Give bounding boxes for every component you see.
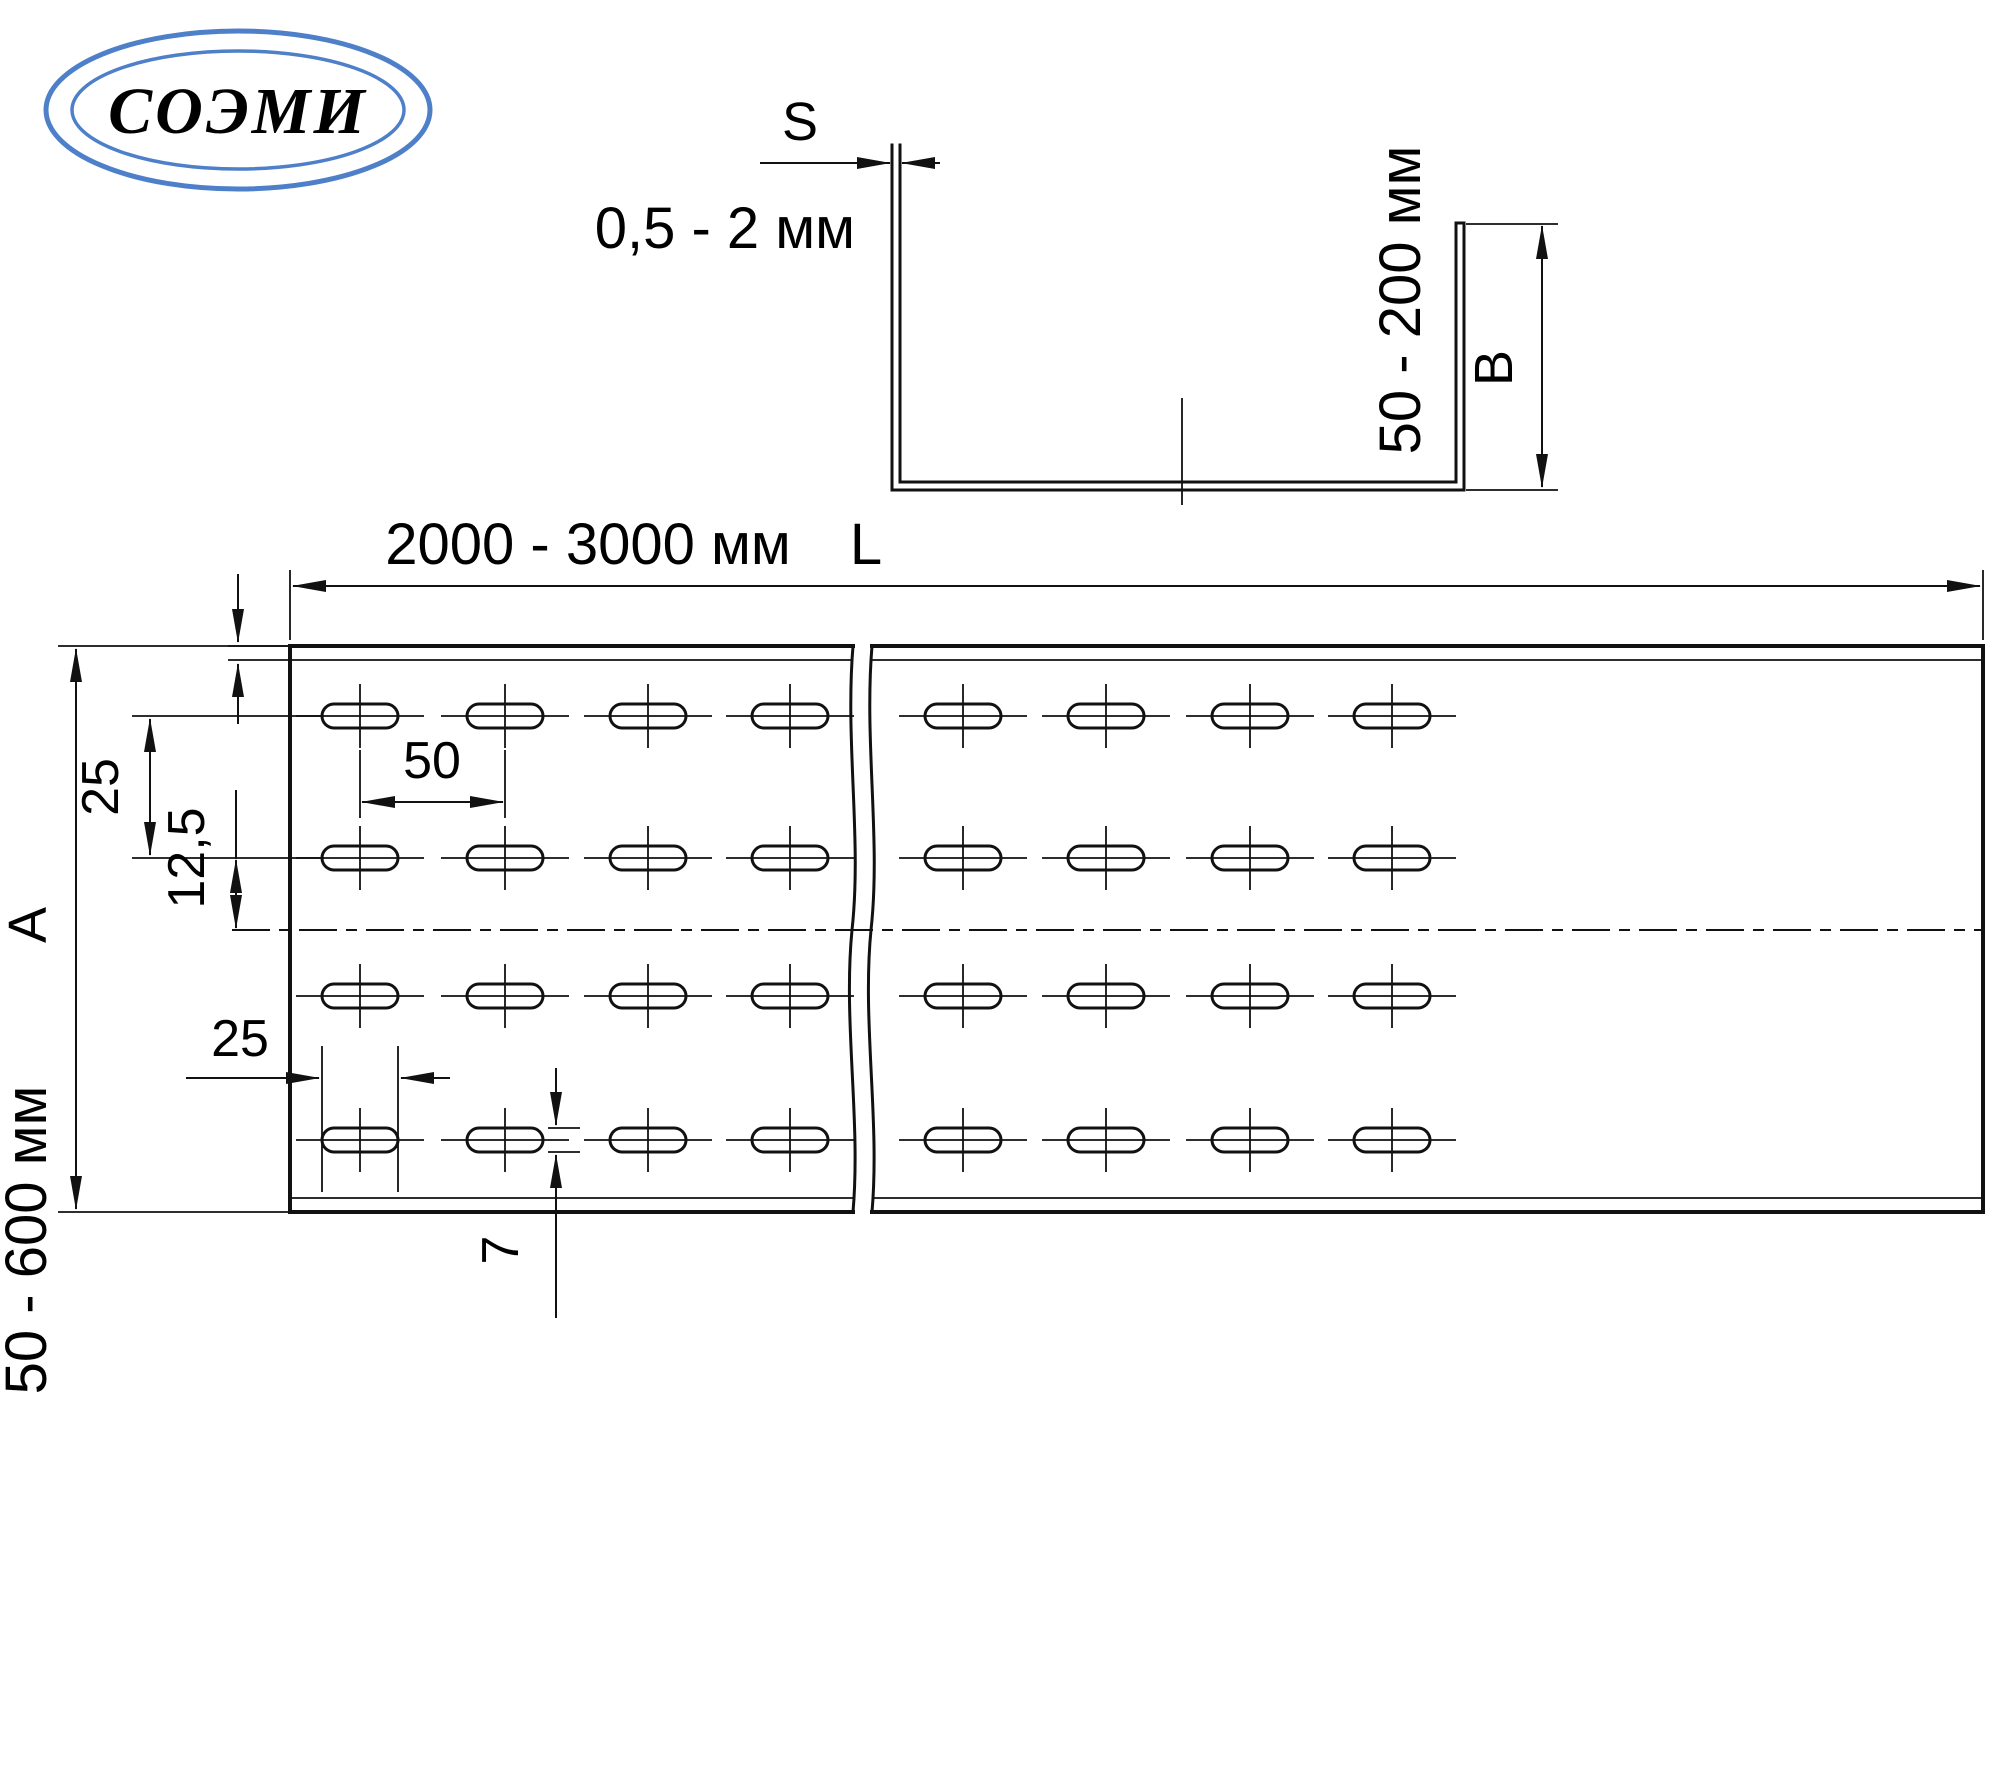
logo-text: СОЭМИ bbox=[108, 75, 368, 148]
perforation-slot bbox=[899, 684, 1027, 748]
perforation-slot bbox=[296, 964, 424, 1028]
flange-edge-dimension bbox=[228, 574, 290, 724]
slot-length-label: 25 bbox=[211, 1010, 269, 1068]
slot-width-dimension: 7 bbox=[472, 1068, 580, 1318]
perforation-slot bbox=[441, 1108, 569, 1172]
perforation-slot bbox=[899, 826, 1027, 890]
perforation-slot bbox=[1328, 1108, 1456, 1172]
channel-outer-contour bbox=[890, 143, 1466, 492]
cross-section-view: S 0,5 - 2 мм 50 - 200 мм B bbox=[595, 92, 1558, 505]
perforation-slot bbox=[1186, 684, 1314, 748]
perforation-slot bbox=[726, 826, 854, 890]
perforation-slot bbox=[1042, 684, 1170, 748]
perforation-slot bbox=[726, 684, 854, 748]
perforation-slot bbox=[441, 964, 569, 1028]
perforation-slot bbox=[441, 684, 569, 748]
perforation-slot bbox=[899, 964, 1027, 1028]
perforation-slot bbox=[584, 964, 712, 1028]
thickness-range-label: 0,5 - 2 мм bbox=[595, 196, 855, 261]
slot-pitch-label: 50 bbox=[403, 732, 461, 790]
length-dimension: 2000 - 3000 мм L bbox=[289, 512, 1984, 640]
perforation-slot bbox=[1328, 964, 1456, 1028]
perforation-slot bbox=[1042, 1108, 1170, 1172]
row-offset-label: 12,5 bbox=[158, 807, 216, 908]
perforation-slot bbox=[726, 964, 854, 1028]
height-symbol-label: B bbox=[1464, 350, 1524, 386]
perforation-slot bbox=[1186, 1108, 1314, 1172]
slot-length-dimension: 25 bbox=[186, 1010, 450, 1192]
height-range-label: 50 - 200 мм bbox=[1368, 146, 1433, 455]
thickness-dimension: S 0,5 - 2 мм bbox=[595, 92, 940, 261]
height-dimension: 50 - 200 мм B bbox=[1368, 146, 1558, 491]
perforation-slot bbox=[726, 1108, 854, 1172]
perforation-slot-grid bbox=[296, 684, 1456, 1172]
width-range-label: 50 - 600 мм bbox=[0, 1086, 59, 1395]
row-pitch-label: 25 bbox=[72, 758, 130, 816]
perforation-slot bbox=[1186, 964, 1314, 1028]
length-range-label: 2000 - 3000 мм bbox=[385, 512, 790, 577]
company-logo: СОЭМИ bbox=[43, 28, 433, 192]
slot-width-label: 7 bbox=[472, 1236, 530, 1265]
slot-pitch-dimension: 50 bbox=[359, 732, 506, 818]
perforation-slot bbox=[441, 826, 569, 890]
width-dimension: 50 - 600 мм A bbox=[0, 645, 290, 1395]
row-pitch-dimension: 25 bbox=[72, 715, 324, 859]
width-symbol-label: A bbox=[0, 907, 58, 943]
perforation-slot bbox=[1042, 964, 1170, 1028]
length-symbol-label: L bbox=[850, 512, 882, 577]
logo-inner-ellipse bbox=[70, 49, 406, 171]
logo-outer-ellipse bbox=[43, 28, 433, 192]
perforation-slot bbox=[899, 1108, 1027, 1172]
channel-inner-contour bbox=[898, 143, 1458, 484]
perforation-slot bbox=[1186, 826, 1314, 890]
perforation-slot bbox=[1328, 684, 1456, 748]
perforation-slot bbox=[1328, 826, 1456, 890]
row-offset-dimension: 12,5 bbox=[158, 790, 242, 929]
plan-view: 2000 - 3000 мм L 50 - 600 мм A 25 bbox=[0, 512, 1985, 1395]
perforation-slot bbox=[584, 826, 712, 890]
perforation-slot bbox=[584, 684, 712, 748]
perforation-slot bbox=[296, 1108, 424, 1172]
thickness-symbol-label: S bbox=[782, 92, 818, 152]
perforation-slot bbox=[1042, 826, 1170, 890]
perforation-slot bbox=[584, 1108, 712, 1172]
